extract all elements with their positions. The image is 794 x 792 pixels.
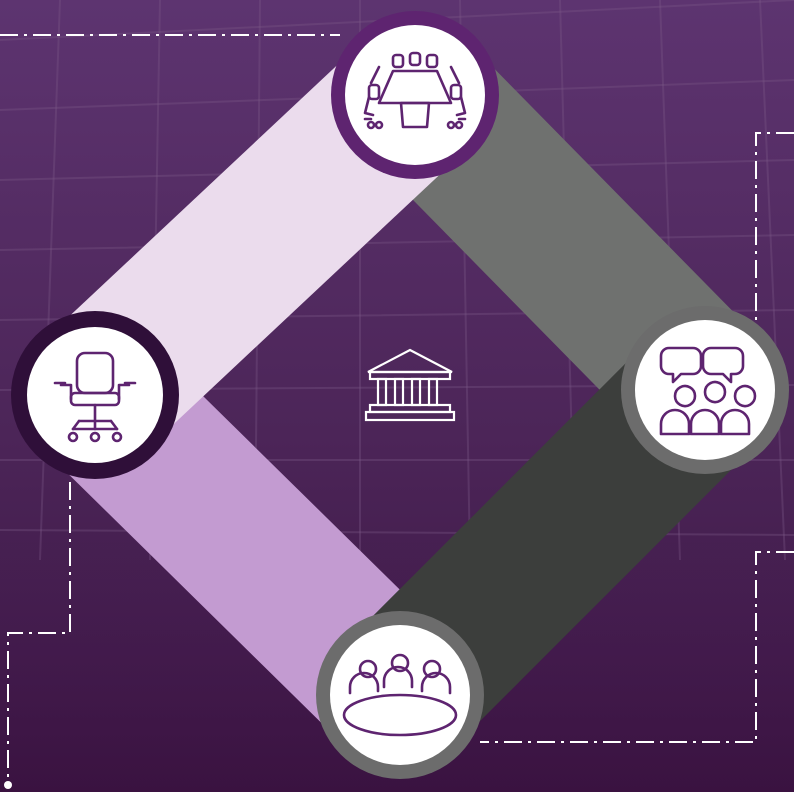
node-left: [11, 311, 179, 479]
boardroom-table-icon: [363, 51, 467, 130]
office-chair-icon: [53, 351, 137, 443]
node-bottom: [316, 611, 484, 779]
connector-left-bottom: [7, 482, 71, 785]
connector-end-dot: [4, 781, 12, 789]
connector-right-top: [755, 132, 794, 330]
dashed-connectors: [0, 34, 794, 785]
node-right: [621, 306, 789, 474]
bank-building-icon: [364, 348, 456, 422]
meeting-table-icon: [342, 653, 458, 737]
node-top: [331, 11, 499, 179]
connector-right-bottom: [480, 551, 794, 743]
discussion-group-icon: [659, 346, 757, 436]
